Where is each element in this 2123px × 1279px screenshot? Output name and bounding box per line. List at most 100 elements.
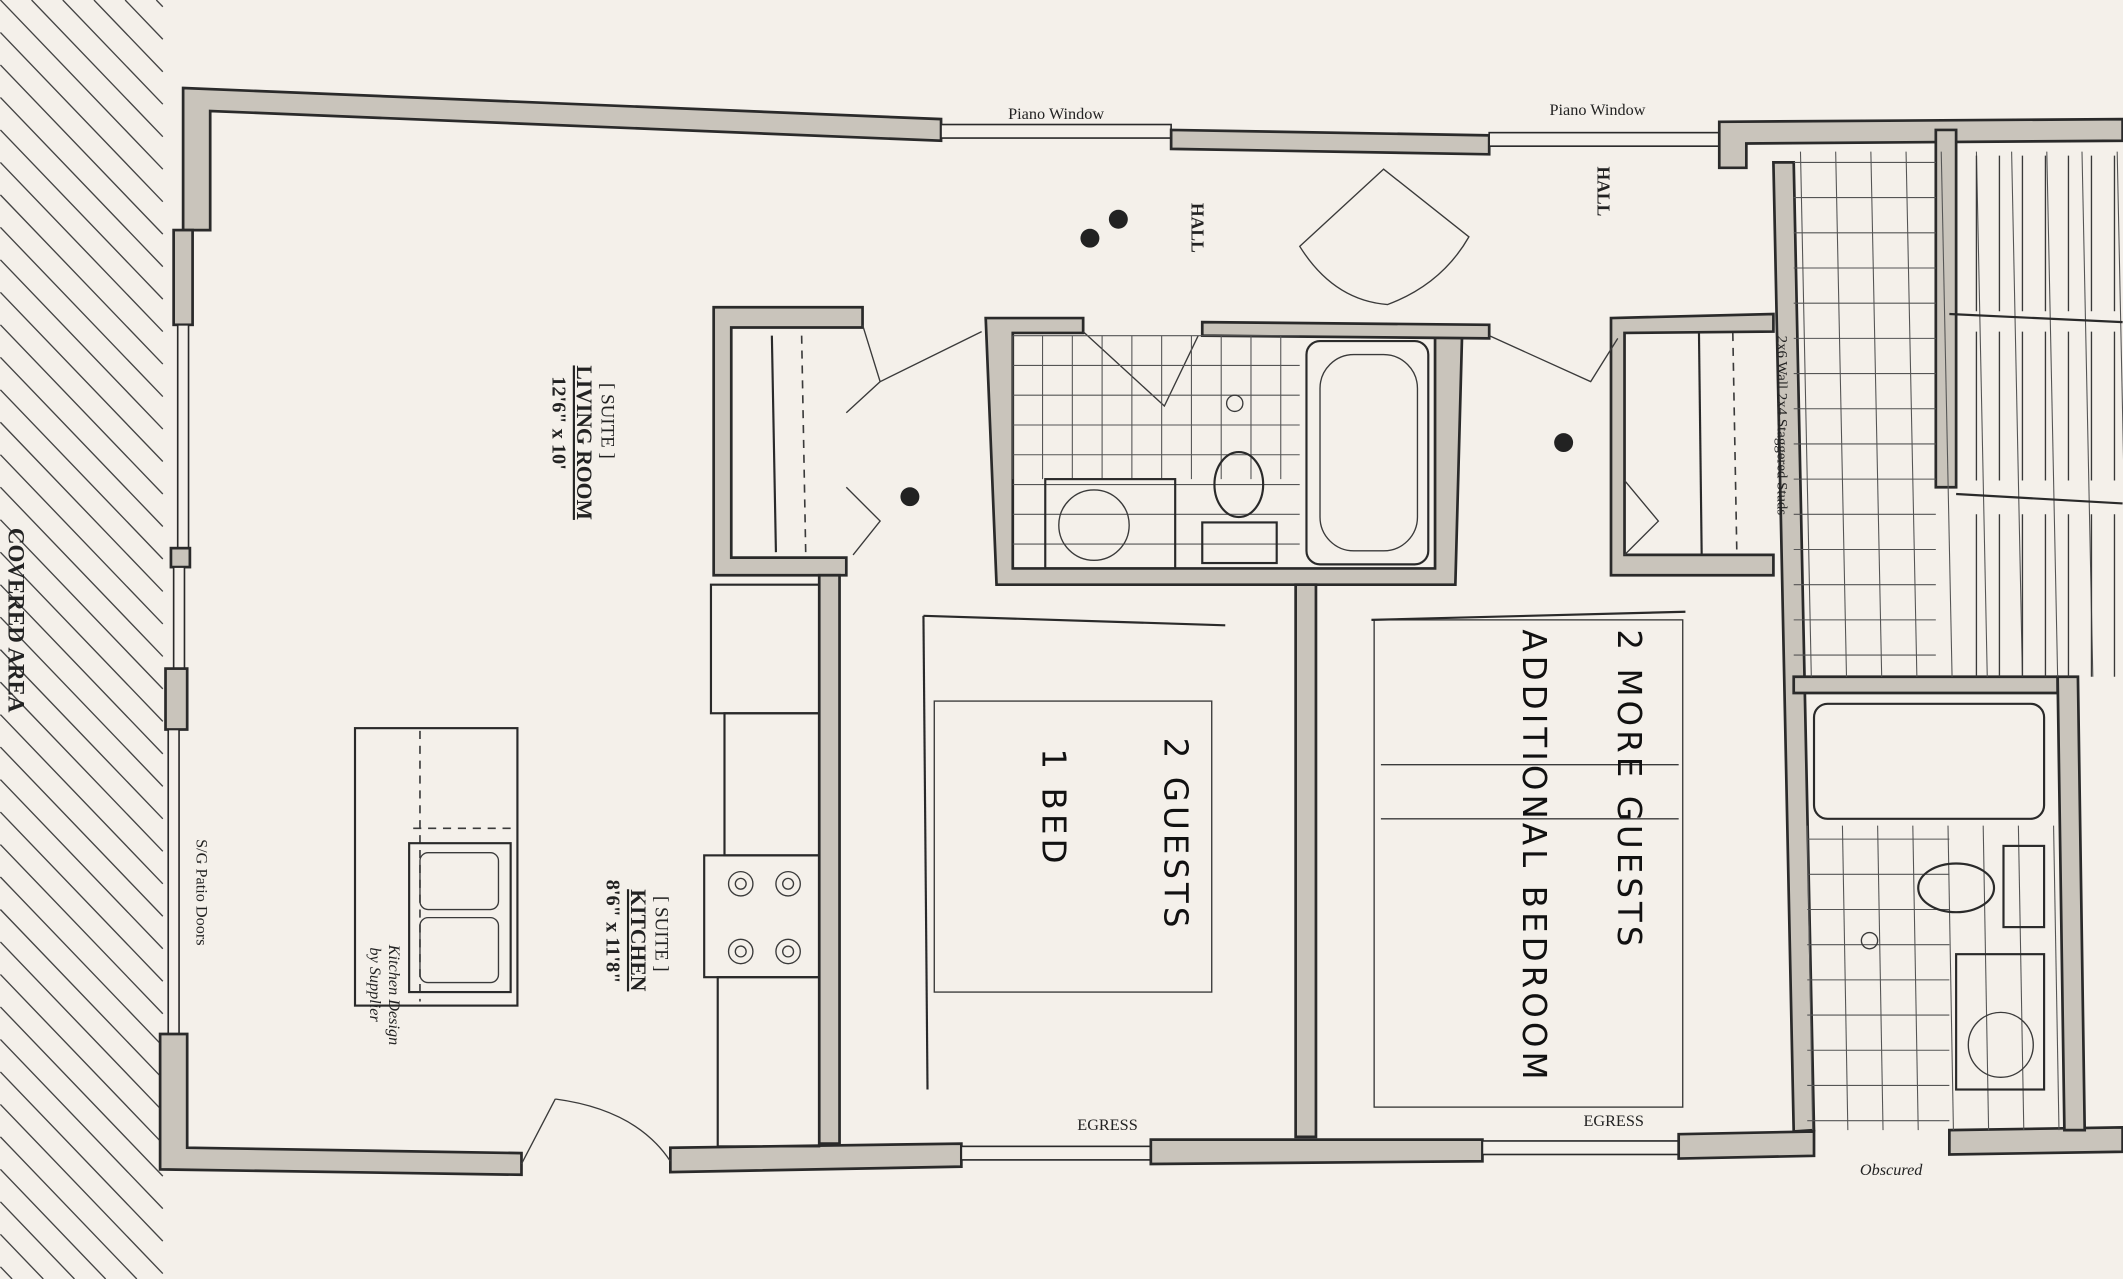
cabinet bbox=[723, 712, 821, 857]
kitchen-note-line1: Kitchen Design bbox=[385, 944, 403, 1046]
hatch-line bbox=[93, 0, 164, 73]
wall-note-label: 2x6 Wall 2x4 Staggered Studs bbox=[1773, 336, 1789, 516]
bathtub bbox=[1305, 339, 1430, 566]
obscured-label: Obscured bbox=[1860, 1161, 1923, 1179]
hatch-line bbox=[0, 779, 164, 950]
smoke-detector-icon bbox=[1108, 209, 1128, 229]
tile-line bbox=[1982, 825, 1990, 1131]
patio-doors bbox=[167, 728, 180, 1035]
hatch-line bbox=[0, 324, 164, 495]
bath-fixtures bbox=[1044, 339, 2046, 1091]
floor-drain-icon bbox=[1860, 931, 1879, 950]
hatch-line bbox=[124, 0, 164, 40]
entry-door bbox=[520, 1098, 556, 1165]
beds bbox=[922, 610, 1686, 1108]
piano-window-left-label: Piano Window bbox=[1008, 105, 1104, 123]
sink-basin bbox=[1058, 489, 1130, 562]
hatch-line bbox=[0, 259, 164, 430]
vanity-right bbox=[1955, 953, 2046, 1091]
hatch-line bbox=[0, 909, 164, 1080]
toilet bbox=[1213, 450, 1265, 519]
patio-doors-label: S/G Patio Doors bbox=[193, 839, 211, 945]
closet-door-arc bbox=[1298, 168, 1470, 306]
hatch-line bbox=[0, 1168, 107, 1279]
tile-line bbox=[2116, 151, 2123, 460]
floor-drain-icon bbox=[1225, 394, 1244, 413]
egress-left-label: EGRESS bbox=[1077, 1116, 1137, 1134]
hatch-line bbox=[0, 649, 164, 820]
hatch-line bbox=[0, 64, 164, 235]
kitchen-size: 8'6" x 11'8" bbox=[602, 880, 624, 984]
vanity bbox=[1044, 478, 1177, 570]
tile-line bbox=[1947, 825, 1954, 1131]
smoke-detector-icon bbox=[1080, 228, 1100, 248]
egress-window-left bbox=[960, 1145, 1152, 1161]
smoke-detector-icon bbox=[900, 487, 920, 507]
hatch-line bbox=[0, 291, 164, 462]
hatch-line bbox=[0, 356, 164, 527]
tile-line bbox=[2011, 151, 2023, 677]
kitchen-sink bbox=[408, 842, 512, 994]
hatch-line bbox=[0, 616, 164, 787]
bathroom-center bbox=[1012, 335, 1300, 545]
hatch-line bbox=[0, 876, 164, 1047]
hatch-line bbox=[0, 226, 164, 398]
tile-line bbox=[1835, 151, 1848, 677]
hall-left-label: HALL bbox=[1187, 203, 1207, 253]
cabinet bbox=[716, 976, 821, 1148]
hatch-line bbox=[0, 1201, 75, 1279]
hatch-line bbox=[0, 1136, 138, 1279]
hatch-line bbox=[0, 129, 164, 300]
hatch-line bbox=[0, 389, 164, 560]
hatch-line bbox=[0, 714, 164, 885]
tile-line bbox=[1975, 151, 1988, 677]
bathtub-right bbox=[1812, 702, 2046, 820]
covered-area-hatch bbox=[0, 0, 164, 1279]
hatch-line bbox=[0, 1038, 164, 1210]
tile-line bbox=[1806, 825, 1814, 1131]
stairs bbox=[1949, 155, 2123, 677]
hatch-line bbox=[0, 584, 164, 755]
hatch-line bbox=[0, 681, 164, 852]
tile-line bbox=[1912, 825, 1919, 1131]
tile-line bbox=[2053, 825, 2060, 1131]
hatch-line bbox=[0, 1071, 164, 1242]
hatch-line bbox=[0, 1266, 13, 1279]
living-room-prefix: [ SUITE ] bbox=[596, 383, 617, 459]
kitchen-prefix: [ SUITE ] bbox=[650, 896, 671, 972]
hatch-line bbox=[0, 974, 164, 1145]
hatch-line bbox=[0, 844, 164, 1015]
egress-right-label: EGRESS bbox=[1583, 1112, 1643, 1130]
handwritten-bedroom1-line1: 2 GUESTS bbox=[1156, 738, 1194, 932]
hatch-line bbox=[0, 1006, 164, 1177]
hatch-line bbox=[0, 96, 164, 268]
handwritten-bedroom1-line2: 1 BED bbox=[1035, 748, 1073, 867]
hatch-line bbox=[0, 194, 164, 365]
handwritten-bedroom2-line2: ADDITIONAL BEDROOM bbox=[1515, 629, 1553, 1083]
handwritten-bedroom2-line1: 2 MORE GUESTS bbox=[1610, 629, 1648, 950]
hatch-line bbox=[0, 454, 164, 625]
piano-window-right bbox=[1488, 131, 1721, 147]
hall-right-label: HALL bbox=[1593, 166, 1613, 216]
toilet-right bbox=[1917, 862, 1996, 914]
hatch-line bbox=[155, 0, 164, 8]
hatch-line bbox=[0, 941, 164, 1112]
kitchen-cabinets bbox=[353, 583, 821, 1148]
hatch-line bbox=[0, 486, 164, 657]
tile-line bbox=[1905, 151, 1918, 677]
kitchen-note-line2: by Supplier bbox=[366, 947, 384, 1022]
covered-area-label: COVERED AREA bbox=[4, 528, 29, 713]
smoke-detector-icon bbox=[1554, 433, 1574, 453]
bed bbox=[933, 700, 1213, 993]
stove bbox=[703, 854, 821, 979]
hatch-line bbox=[31, 0, 164, 138]
egress-window-right bbox=[1481, 1140, 1680, 1156]
living-room-size: 12'6" x 10' bbox=[548, 376, 570, 470]
piano-window-left bbox=[940, 123, 1172, 139]
tile-line bbox=[1841, 825, 1849, 1131]
stair-rail bbox=[1949, 312, 2123, 324]
piano-window-right-label: Piano Window bbox=[1549, 101, 1645, 119]
interior-walls bbox=[712, 128, 2087, 1146]
